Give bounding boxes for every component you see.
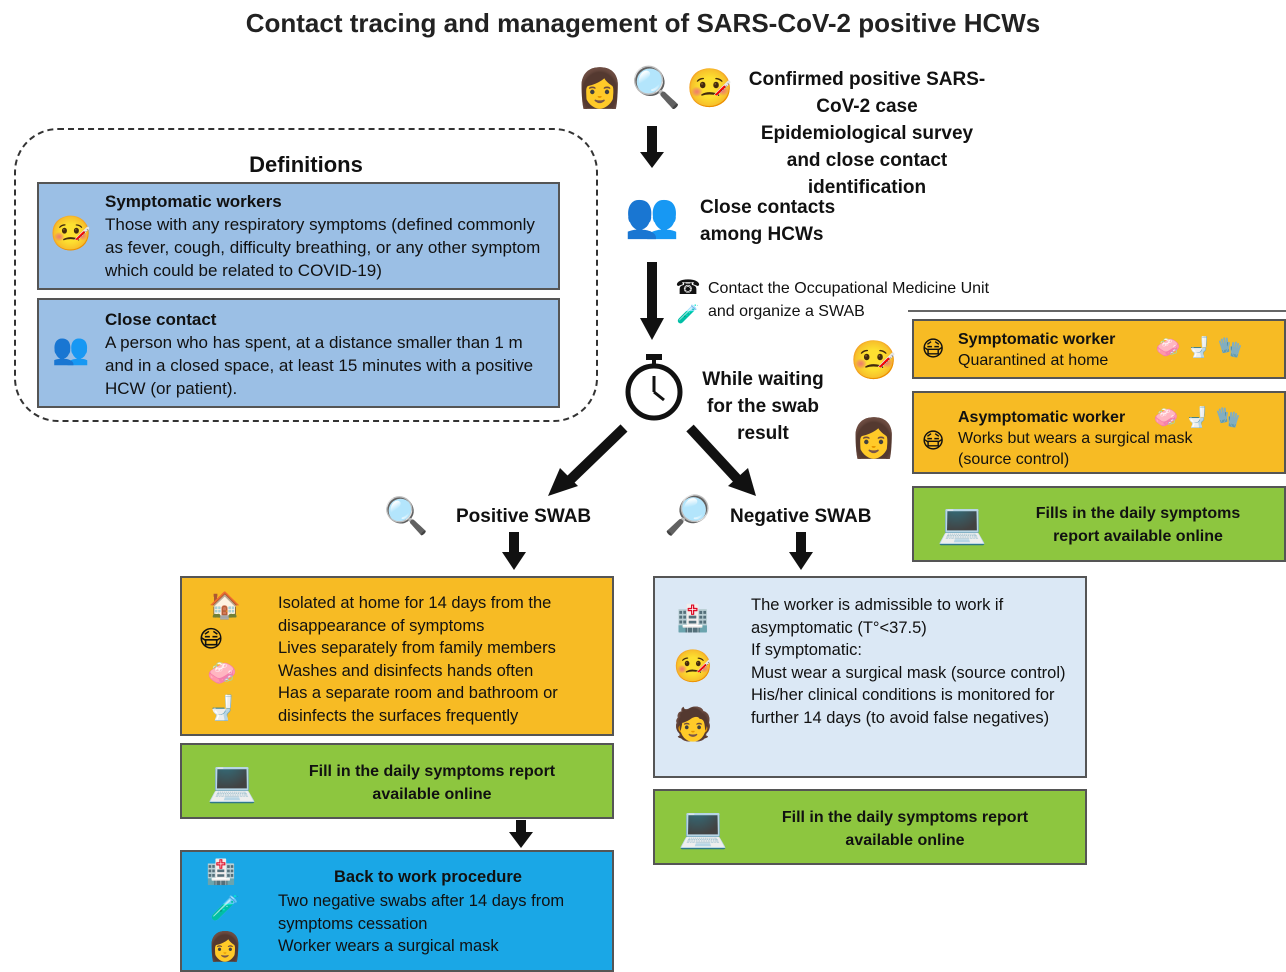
waiting-text: While waiting for the swab result <box>702 369 824 444</box>
asymptomatic-worker-title: Asymptomatic worker <box>958 409 1126 426</box>
sick-woman-icon: 🤒 <box>49 215 93 253</box>
magnifier-icon: 🔎 <box>664 495 712 537</box>
negative-line-4: His/her clinical conditions is monitored… <box>751 686 1055 727</box>
stopwatch-icon <box>625 354 683 421</box>
crowd-icon: 👥 <box>624 191 680 240</box>
sick-woman-icon: 🤒 <box>686 68 734 110</box>
phone-icon: ☎ <box>675 277 701 299</box>
symptomatic-definition-box: 🤒 Symptomatic workers Those with any res… <box>37 182 560 290</box>
doctor-icon: 🧑 <box>673 706 713 742</box>
hygiene-icons: 🧼🚽🧤 <box>1153 407 1247 429</box>
negative-measures-box: 🏥 🤒 🧑 The worker is admissible to work i… <box>653 576 1087 778</box>
masked-face-icon: 😷 <box>921 428 945 453</box>
confirmed-case-text: Confirmed positive SARS-CoV-2 case Epide… <box>748 69 986 198</box>
handwash-icon: 🧼 <box>207 660 237 687</box>
asymptomatic-worker-body: Works but wears a surgical mask (source … <box>958 430 1193 468</box>
woman-doctor-icon: 👩 <box>207 931 243 962</box>
swab-timer-icon: 🧪 <box>210 895 240 922</box>
symptomatic-definition-title: Symptomatic workers <box>105 192 282 211</box>
negative-report-box: 💻 Fill in the daily symptoms report avai… <box>653 789 1087 865</box>
symptomatic-definition-body: Those with any respiratory symptoms (def… <box>105 215 541 280</box>
back-line-2: Worker wears a surgical mask <box>278 937 499 955</box>
positive-report-box: 💻 Fill in the daily symptoms report avai… <box>180 743 614 819</box>
negative-swab-label: Negative SWAB <box>730 506 872 527</box>
definitions-panel <box>14 128 598 422</box>
back-to-work-box: 🏥 🧪 👩 Back to work procedure Two negativ… <box>180 850 614 972</box>
hospital-icon: 🏥 <box>206 859 236 886</box>
virus-magnifier-icon: 🔍 <box>631 66 681 110</box>
laptop-stethoscope-icon: 💻 <box>207 760 257 804</box>
symptomatic-worker-title: Symptomatic worker <box>958 331 1116 348</box>
toilet-spray-icon: 🚽 <box>207 695 237 722</box>
positive-line-2: Lives separately from family members <box>278 639 556 657</box>
negative-line-3: Must wear a surgical mask (source contro… <box>751 663 1066 682</box>
woman-icon: 👩 <box>576 68 624 110</box>
close-contact-definition-title: Close contact <box>105 310 217 329</box>
positive-line-4: Has a separate room and bathroom or disi… <box>278 684 558 725</box>
positive-report-text: Fill in the daily symptoms report availa… <box>308 763 556 803</box>
right-report-box: 💻 Fills in the daily symptoms report ava… <box>912 486 1286 562</box>
woman-icon: 👩 <box>850 418 898 460</box>
positive-swab-label: Positive SWAB <box>456 506 592 527</box>
symptomatic-worker-box: 😷 Symptomatic worker Quarantined at home… <box>912 319 1286 379</box>
laptop-stethoscope-icon: 💻 <box>937 502 987 546</box>
negative-line-2: If symptomatic: <box>751 641 862 659</box>
sick-woman-icon: 🤒 <box>673 648 713 684</box>
definitions-title: Definitions <box>249 152 363 177</box>
close-contact-definition-box: 👥 Close contact A person who has spent, … <box>37 298 560 408</box>
asymptomatic-worker-box: 😷 Asymptomatic worker Works but wears a … <box>912 391 1286 474</box>
virus-magnifier-icon: 🔍 <box>383 495 429 536</box>
contact-unit-text: Contact the Occupational Medicine Unit a… <box>708 280 990 320</box>
back-line-1: Two negative swabs after 14 days from sy… <box>278 892 565 933</box>
negative-report-text: Fill in the daily symptoms report availa… <box>781 809 1029 849</box>
back-to-work-title: Back to work procedure <box>334 868 522 886</box>
positive-measures-box: 🏠 😷 🧼 🚽 Isolated at home for 14 days fro… <box>180 576 614 736</box>
crowd-icon: 👥 <box>52 333 90 366</box>
hospital-icon: 🏥 <box>676 603 710 633</box>
symptomatic-worker-body: Quarantined at home <box>958 352 1109 369</box>
positive-line-1: Isolated at home for 14 days from the di… <box>278 594 552 635</box>
positive-line-3: Washes and disinfects hands often <box>278 661 534 680</box>
isolation-icon: 🏠 <box>208 590 242 620</box>
hygiene-icons: 🧼🚽🧤 <box>1155 337 1249 359</box>
swab-tube-icon: 🧪 <box>676 304 700 324</box>
masked-face-icon: 😷 <box>921 336 945 361</box>
close-contact-definition-body: A person who has spent, at a distance sm… <box>105 333 534 398</box>
sick-woman-icon: 🤒 <box>850 340 898 382</box>
page-title: Contact tracing and management of SARS-C… <box>245 8 1041 38</box>
right-report-text: Fills in the daily symptoms report avail… <box>1035 505 1241 545</box>
masked-face-icon: 😷 <box>198 626 224 653</box>
close-contacts-text: Close contacts among HCWs <box>700 197 836 245</box>
laptop-stethoscope-icon: 💻 <box>678 806 728 850</box>
negative-line-1: The worker is admissible to work if asym… <box>751 596 1004 637</box>
